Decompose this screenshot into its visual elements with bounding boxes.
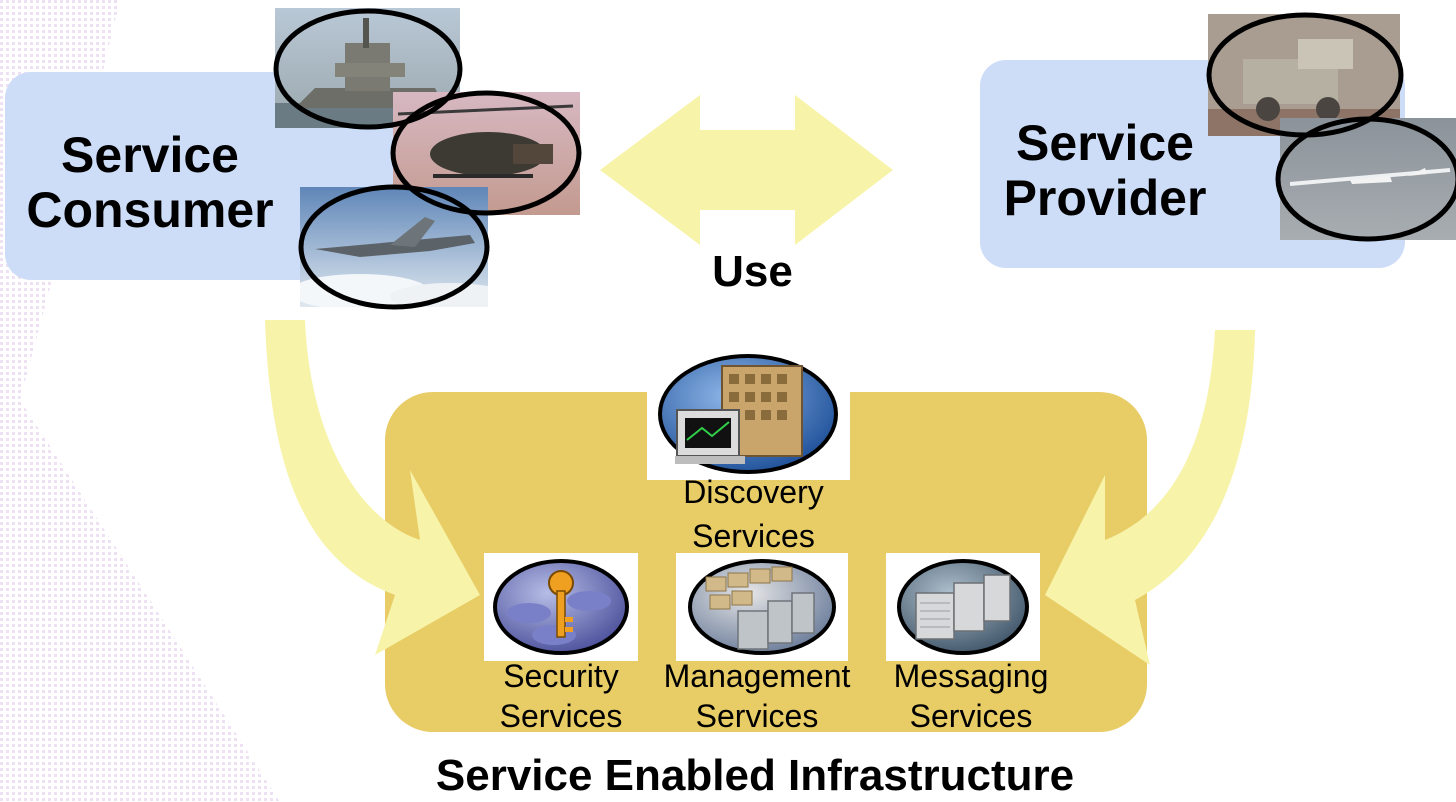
security-services-label: Security Services [486,656,636,736]
fighter-jet-photo [300,187,488,307]
use-double-arrow [600,95,893,245]
messaging-services-label: Messaging Services [876,656,1066,736]
consumer-line1: Service [61,127,239,183]
discovery-services-label: Discovery Services [647,472,860,556]
messaging-server-icon [886,553,1040,661]
uav-drone-photo [1280,118,1456,240]
uav-ring [1275,116,1456,242]
security-line2: Services [499,698,623,734]
consumer-to-infrastructure-arrow [265,320,480,655]
discovery-line2: Services [692,518,815,554]
service-provider-label: Service Provider [985,116,1225,226]
messaging-line1: Messaging [893,658,1049,694]
management-line1: Management [663,658,851,694]
server-rack-icon [676,553,848,661]
management-line2: Services [695,698,819,734]
service-consumer-label: Service Consumer [5,128,295,238]
provider-line2: Provider [1003,170,1207,226]
server-building-icon [647,348,850,480]
messaging-line2: Services [909,698,1033,734]
fighter-jet-ring [298,184,490,310]
security-line1: Security [503,658,619,694]
discovery-line1: Discovery [683,474,824,510]
key-database-icon [484,553,638,661]
infrastructure-title: Service Enabled Infrastructure [435,751,1075,800]
provider-line1: Service [1016,115,1194,171]
warship-ring [273,8,463,130]
use-label: Use [712,247,793,296]
provider-to-infrastructure-arrow [1045,330,1255,665]
helicopter-ring [390,90,582,216]
consumer-line2: Consumer [26,182,274,238]
management-services-label: Management Services [647,656,867,736]
